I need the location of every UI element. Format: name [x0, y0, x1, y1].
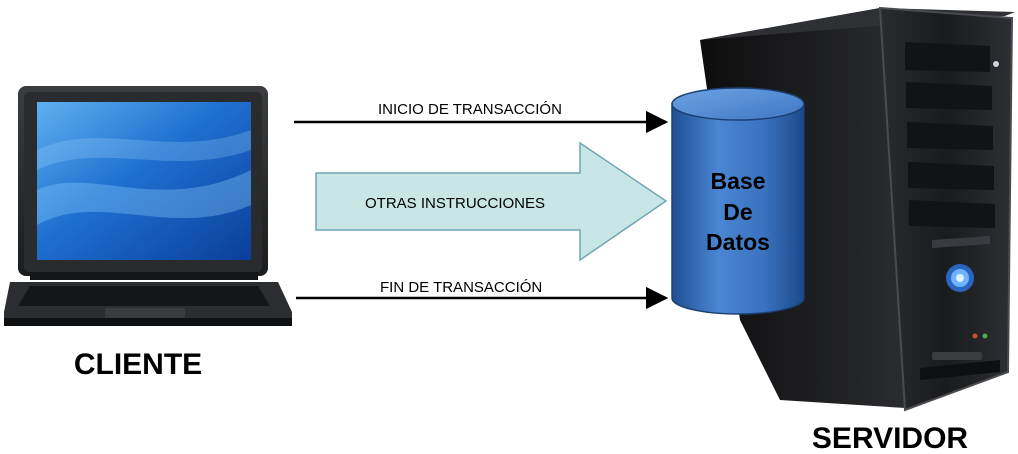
database-label-line-1: Base	[711, 168, 766, 194]
database-cylinder-icon	[671, 87, 805, 315]
database-label-line-2: De	[723, 199, 752, 225]
laptop-screen	[37, 102, 251, 260]
end-transaction-label: FIN DE TRANSACCIÓN	[380, 279, 542, 296]
other-instructions-label: OTRAS INSTRUCCIONES	[365, 195, 545, 212]
database-label-line-3: Datos	[706, 229, 770, 255]
start-transaction-label: INICIO DE TRANSACCIÓN	[378, 101, 562, 118]
server-label: SERVIDOR	[812, 422, 968, 454]
client-label: CLIENTE	[74, 348, 202, 381]
other-instructions-arrow	[315, 141, 668, 262]
laptop-icon	[4, 86, 292, 326]
